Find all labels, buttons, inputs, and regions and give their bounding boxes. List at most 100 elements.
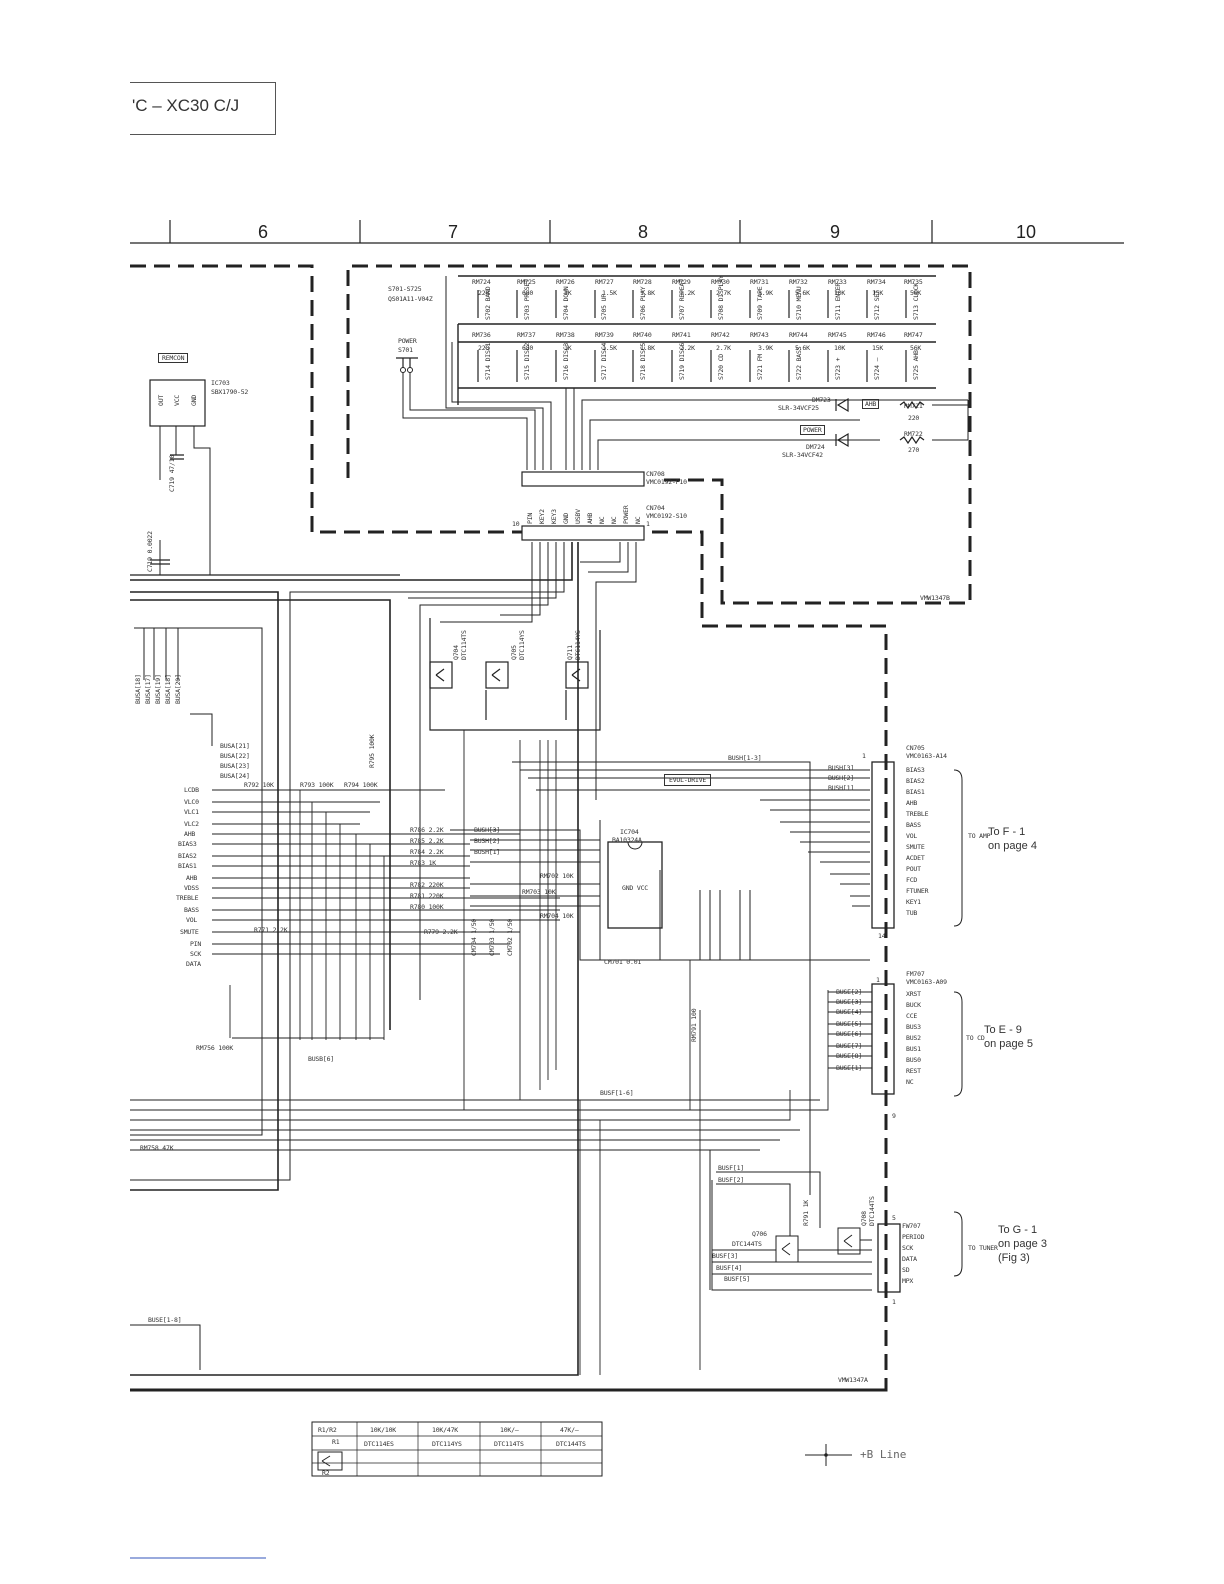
bottom-value: 220 [478, 344, 490, 352]
fw707-pin: MPX [902, 1277, 914, 1285]
top-resistor: RM726 [556, 278, 575, 286]
top-value: 1.5K [602, 289, 617, 297]
buse-label: BUSE[5] [836, 1020, 862, 1028]
fw707-last: 1 [892, 1298, 896, 1306]
busa-vertical: BUSA[20] [174, 674, 182, 704]
cn704-first-pin: 10 [512, 520, 520, 528]
signal-label: AHB [186, 874, 198, 882]
bus-label: BUSH[1] [828, 784, 854, 792]
cn705-ref: CN705 [906, 744, 925, 752]
bottom-resistor: RM737 [517, 331, 536, 339]
bottom-value: 15K [872, 344, 884, 352]
transistor-q711: Q711 [566, 645, 574, 660]
resistor-label: R786 2.2K [410, 826, 444, 834]
transistor-q705-part: DTC114YS [518, 630, 526, 660]
cap-label: CM701 0.01 [604, 958, 642, 966]
cn704-ref: CN704 [646, 504, 665, 512]
legend-cell: DTC114TS [494, 1440, 524, 1448]
b-line-label: +B Line [860, 1448, 907, 1461]
top-value: 3.9K [758, 289, 773, 297]
top-value: 15K [872, 289, 884, 297]
bus-label: BUSH[3] [828, 764, 854, 772]
signal-label: BIAS1 [178, 862, 197, 870]
top-value: 2.7K [716, 289, 731, 297]
resistor-label: R783 1K [410, 859, 436, 867]
bus-label: BUSH[2] [474, 837, 500, 845]
cn708-ref: CN708 [646, 470, 665, 478]
fm707-pin: NC [906, 1078, 914, 1086]
dest-to-amp: TO AMP [968, 832, 991, 840]
transistor-q704-part: DTC114TS [460, 630, 468, 660]
legend-cell: DTC114YS [432, 1440, 462, 1448]
remcon-label: REMCON [158, 353, 189, 363]
fm707-pin: CCE [906, 1012, 918, 1020]
cn705-pin: BASS [906, 821, 921, 829]
transistor-q704: Q704 [452, 645, 460, 660]
bus-label: BUSF[5] [724, 1275, 750, 1283]
top-switch-label: S713 CLOCK [912, 282, 920, 320]
cn704-pin: NC [634, 516, 642, 524]
signal-label: VLC0 [184, 798, 199, 806]
cn705-pin: TREBLE [906, 810, 929, 818]
transistor-q708: Q708 [860, 1211, 868, 1226]
bus-label: BUSB[6] [308, 1055, 334, 1063]
legend-header: 10K/– [500, 1426, 519, 1434]
busa-vertical: BUSA[18] [134, 674, 142, 704]
bottom-switch-label: S718 DISC5 [639, 342, 647, 380]
fm707-first: 1 [876, 976, 880, 984]
bottom-switch-label: S717 DISC4 [600, 342, 608, 380]
bottom-resistor: RM741 [672, 331, 691, 339]
busa-label: BUSA[22] [220, 752, 250, 760]
top-resistor: RM733 [828, 278, 847, 286]
busa-vertical: BUSA[17] [144, 674, 152, 704]
fw707-first: 5 [892, 1214, 896, 1222]
resistor-label: R785 2.2K [410, 837, 444, 845]
switch-part-label: QS01A11-V04Z [388, 295, 433, 303]
dest-tuner-fig: (Fig 3) [998, 1252, 1030, 1264]
cn704-pin: AHB [586, 512, 594, 524]
bottom-resistor: RM739 [595, 331, 614, 339]
remcon-pin: GND [190, 394, 198, 406]
bottom-value: 10K [834, 344, 846, 352]
bottom-switch-label: S724 – [873, 357, 881, 380]
resistor-label: R793 100K [300, 781, 334, 789]
bottom-resistor: RM744 [789, 331, 808, 339]
top-resistor: RM728 [633, 278, 652, 286]
column-number-9: 9 [830, 222, 841, 242]
busa-vertical: BUSA[19] [154, 674, 162, 704]
ic704-ref: IC704 [620, 828, 639, 836]
signal-label: LCDB [184, 786, 199, 794]
top-value: 1K [564, 289, 572, 297]
led-label-power: POWER [800, 425, 825, 435]
bus-label: BUSH[1] [474, 848, 500, 856]
bottom-switch-label: S720 CD [717, 354, 725, 380]
model-label-box [130, 82, 276, 135]
top-resistor: RM724 [472, 278, 491, 286]
dest-tuner-text: To G - 1 [998, 1224, 1038, 1236]
fm707-pin: BUS0 [906, 1056, 921, 1064]
resistor-label: R782 220K [410, 881, 444, 889]
cn704-pin: NC [598, 516, 606, 524]
cn705-pin: TUB [906, 909, 918, 917]
column-number-7: 7 [448, 222, 459, 242]
cn705-pin: SMUTE [906, 843, 925, 851]
top-switch-label: S708 DISPLAY [717, 275, 725, 320]
cn704-pin: KEY3 [550, 509, 558, 524]
bottom-resistor: RM743 [750, 331, 769, 339]
led-resistor-value: 220 [908, 414, 920, 422]
resistor-label: R771 2.2K [254, 926, 288, 934]
top-resistor: RM735 [904, 278, 923, 286]
legend-header: 47K/– [560, 1426, 579, 1434]
led-label-ahb: AHB [862, 399, 880, 409]
legend-r2: R2 [322, 1469, 330, 1477]
bottom-value: 2.7K [716, 344, 731, 352]
cap-label: CM704 1/50 [470, 918, 478, 956]
fm707-pin: BUS1 [906, 1045, 921, 1053]
resistor-label: R780 100K [410, 903, 444, 911]
cn705-part: VMC0163-A14 [906, 752, 947, 760]
resistor-label: R791 1K [802, 1200, 810, 1226]
remcon-ic-ref: IC703 [211, 379, 230, 387]
signal-label: SCK [190, 950, 202, 958]
top-switch-label: S712 SET [873, 290, 881, 320]
bus-label: BUSF[2] [718, 1176, 744, 1184]
